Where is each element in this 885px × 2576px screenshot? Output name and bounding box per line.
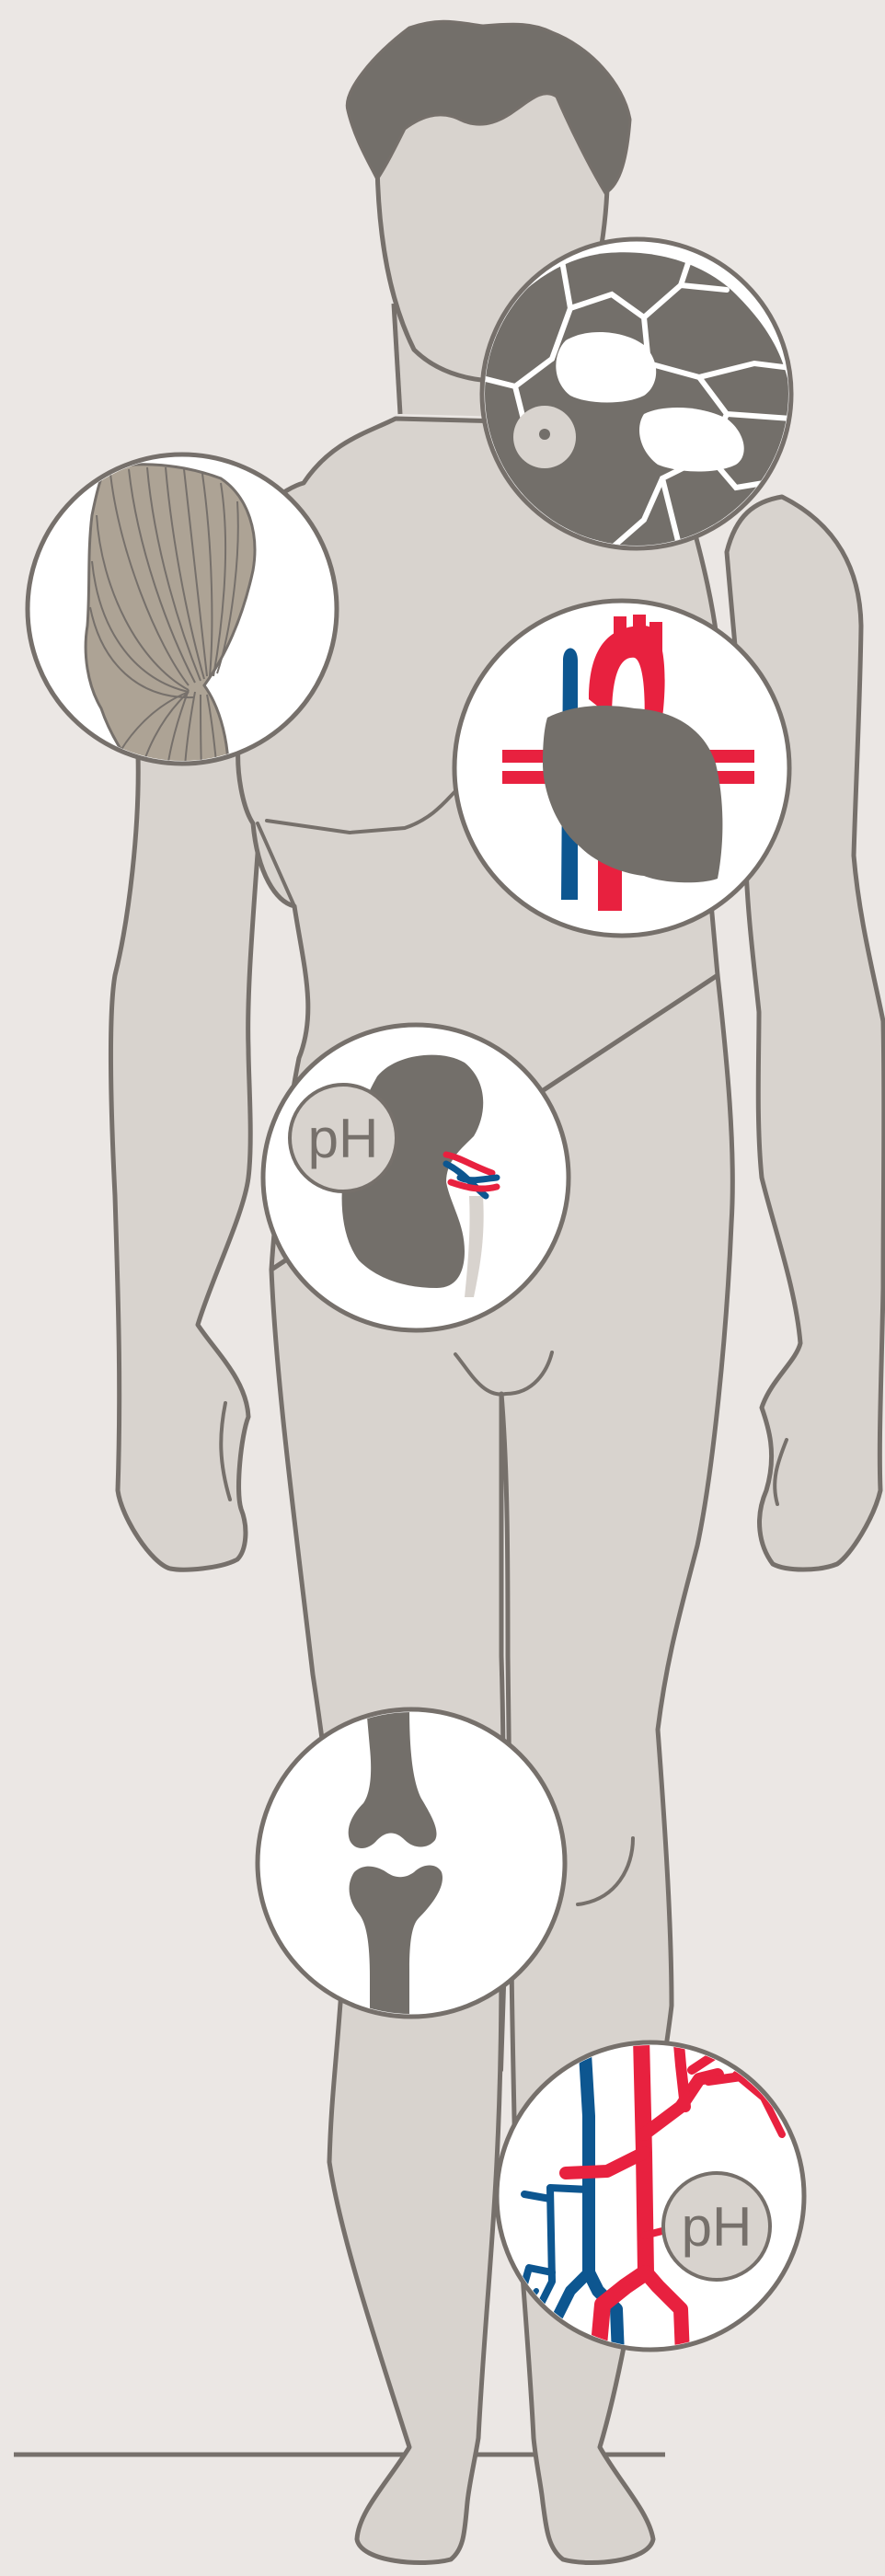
kidney-ph-label: pH bbox=[308, 1108, 379, 1169]
blood-ph-label: pH bbox=[682, 2196, 753, 2258]
inset-blood-vessels: pH bbox=[497, 2038, 804, 2355]
inset-kidney: pH bbox=[263, 1025, 569, 1330]
inset-heart bbox=[454, 601, 789, 936]
